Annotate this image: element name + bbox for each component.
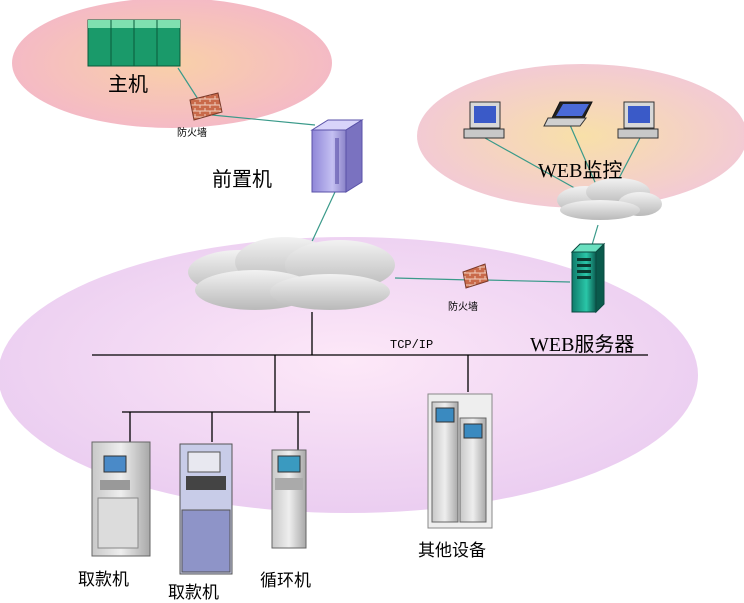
host-mainframe-icon [87, 19, 181, 67]
internet-cloud-main [188, 237, 395, 310]
front-end-server-icon [310, 119, 364, 193]
firewall-top-icon [189, 92, 223, 121]
web-server-label: WEB服务器 [530, 334, 635, 356]
monitor-laptop-icon [543, 101, 593, 127]
host-label: 主机 [108, 72, 148, 96]
recycler-label: 循环机 [260, 571, 311, 591]
firewall-mid-label: 防火墙 [448, 302, 478, 313]
firewall-top-label: 防火墙 [177, 128, 207, 139]
tcpip-label: TCP/IP [390, 338, 434, 352]
internet-cloud-monitor [557, 178, 662, 220]
atm-1-label: 取款机 [78, 570, 129, 590]
atm-1-icon [91, 441, 151, 557]
monitor-pc-left-icon [463, 101, 505, 139]
atm-2-icon [179, 443, 233, 575]
web-server-icon [570, 242, 606, 314]
front-end-label: 前置机 [212, 167, 272, 191]
other-devices-label: 其他设备 [418, 541, 486, 561]
atm-2-label: 取款机 [168, 583, 219, 603]
tcpip-bus [92, 312, 648, 450]
firewall-mid-icon [462, 263, 489, 289]
monitor-zone [417, 64, 744, 208]
lan-zone [0, 237, 698, 513]
web-monitor-label: WEB监控 [538, 160, 623, 182]
recycler-icon [271, 449, 307, 549]
other-device-icon [427, 393, 493, 529]
monitor-pc-right-icon [617, 101, 659, 139]
